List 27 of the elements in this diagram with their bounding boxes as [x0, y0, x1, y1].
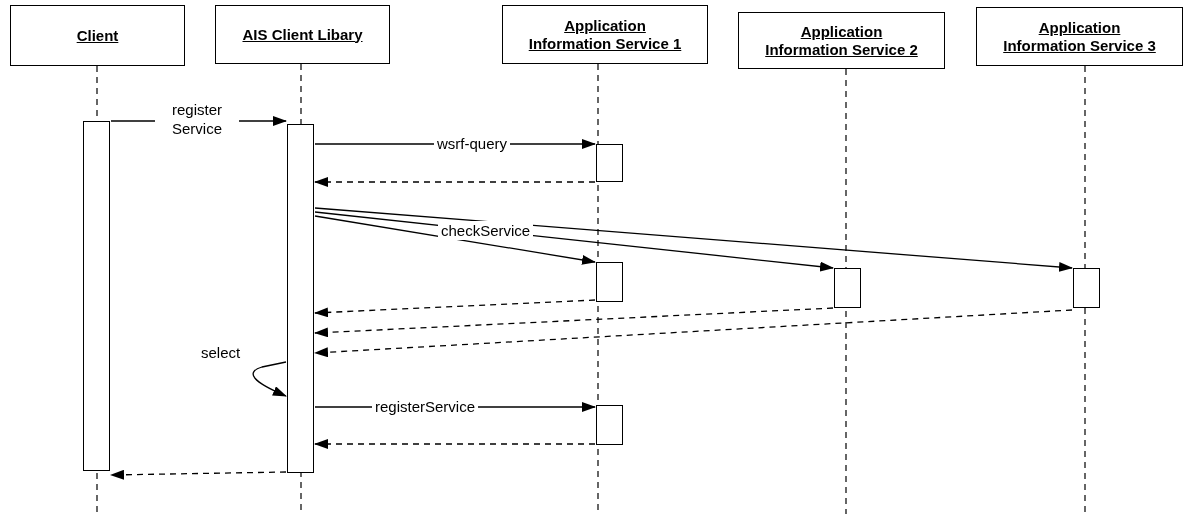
activation-bar: [287, 124, 314, 473]
activation-bar: [83, 121, 110, 471]
lifeline-header-box: [215, 5, 390, 64]
lifeline-header-box: [976, 7, 1183, 66]
activation-bar: [596, 405, 623, 445]
message-arrow: [314, 439, 596, 449]
activation-bar: [596, 262, 623, 302]
lifeline-header-box: [738, 12, 945, 69]
participant-name: Application Information Service 3: [1002, 18, 1157, 55]
message-arrow: [110, 469, 287, 480]
lifeline-header-box: [10, 5, 185, 66]
message-arrow: [314, 309, 1073, 358]
activation-bar: [1073, 268, 1100, 308]
message-arrow: [314, 307, 834, 338]
lifeline-header-box: [502, 5, 708, 64]
participant-name: AIS Client Libary: [242, 25, 363, 44]
message-arrow: [314, 299, 596, 318]
message-arrow: [314, 215, 596, 265]
activation-bar: [596, 144, 623, 182]
message-label: checkService: [438, 221, 534, 240]
participant-name: Application Information Service 2: [764, 22, 919, 59]
message-arrow: [314, 207, 1073, 272]
message-arrow: [314, 177, 596, 187]
activation-bar: [834, 268, 861, 308]
message-arrow: [252, 361, 287, 397]
participant-name: Client: [76, 26, 119, 45]
participant-name: Application Information Service 1: [527, 16, 683, 53]
